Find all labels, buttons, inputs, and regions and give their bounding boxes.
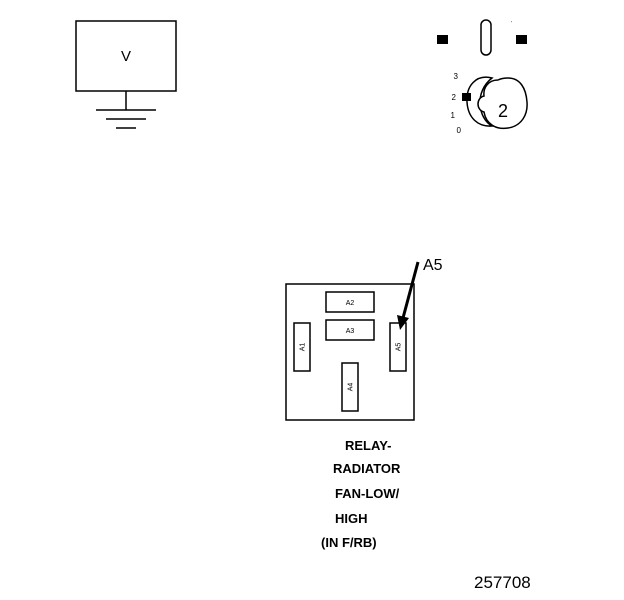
key-slot xyxy=(480,19,492,56)
a5-callout: A5 xyxy=(397,257,443,330)
position-label-3: 3 xyxy=(454,72,459,81)
caption-line-4: HIGH xyxy=(335,511,368,526)
callout-arrow-shaft xyxy=(401,261,420,319)
relay-caption: RELAY- RADIATOR FAN-LOW/ HIGH (IN F/RB) xyxy=(321,438,401,550)
caption-line-3: FAN-LOW/ xyxy=(335,486,400,501)
relay-housing xyxy=(285,283,415,421)
key-position-marker xyxy=(462,93,471,101)
cavity-a4-label: A4 xyxy=(348,383,355,392)
cavity-a5-label: A5 xyxy=(396,343,403,352)
cavity-a2 xyxy=(325,291,375,313)
position-label-2: 2 xyxy=(452,93,457,102)
caption-line-2: RADIATOR xyxy=(333,461,401,476)
key-terminal-right xyxy=(516,35,527,44)
relay-block: A2 A3 A1 A5 A4 xyxy=(285,283,415,421)
cavity-a5 xyxy=(389,322,407,372)
cavity-a2-label: A2 xyxy=(346,300,355,307)
key-terminal-left xyxy=(437,35,448,44)
ignition-switch: ' 3 2 1 0 2 xyxy=(437,19,528,135)
voltmeter: V xyxy=(75,20,177,129)
cavity-a3-label: A3 xyxy=(346,328,355,335)
figure-number: 257708 xyxy=(474,573,531,592)
callout-label: A5 xyxy=(423,257,443,274)
voltmeter-symbol: V xyxy=(121,48,131,65)
position-label-0: 0 xyxy=(457,126,462,135)
cavity-a4 xyxy=(341,362,359,412)
caption-line-1: RELAY- xyxy=(345,438,391,453)
key-tick: ' xyxy=(511,21,512,27)
cavity-a1-label: A1 xyxy=(300,343,307,352)
cavity-a1 xyxy=(293,322,311,372)
key-head xyxy=(477,77,528,130)
key-position-number: 2 xyxy=(498,101,508,121)
position-label-1: 1 xyxy=(451,111,456,120)
cavity-a3 xyxy=(325,319,375,341)
caption-line-5: (IN F/RB) xyxy=(321,535,377,550)
